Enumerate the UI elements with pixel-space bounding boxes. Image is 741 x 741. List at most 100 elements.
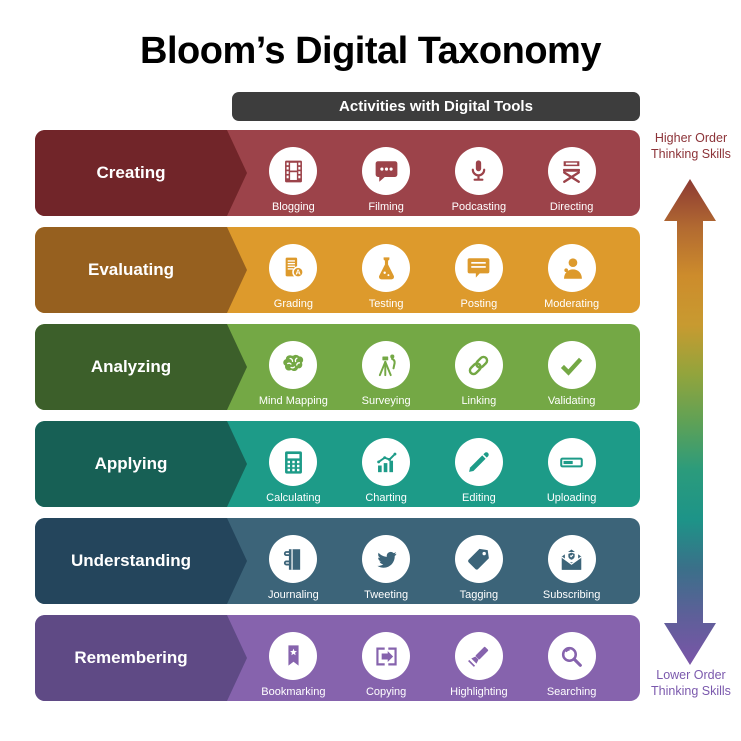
remembering-activities: Bookmarking Copying Highlighting — [247, 615, 618, 701]
tag-icon — [468, 548, 490, 570]
person-icon — [564, 257, 583, 279]
tweeting-icon-circle — [362, 535, 411, 583]
activity-grading: A Grading — [249, 227, 337, 313]
bird-icon — [377, 551, 397, 568]
activity-podcasting: Podcasting — [435, 130, 523, 216]
calculating-icon-circle — [269, 438, 318, 486]
surveying-icon-circle — [362, 341, 411, 389]
activity-label: Editing — [462, 492, 496, 504]
validating-icon-circle — [547, 341, 596, 389]
activity-label: Journaling — [267, 589, 319, 601]
activity-editing: Editing — [435, 421, 523, 507]
checkmark-icon — [561, 357, 583, 376]
evaluating-level-label: Evaluating — [88, 260, 174, 279]
chat-lines-icon — [468, 257, 490, 278]
analyzing-arrow-shape — [35, 324, 247, 410]
activity-highlighting: Highlighting — [435, 615, 523, 701]
chain-link-icon — [469, 355, 489, 375]
activity-label: Podcasting — [451, 201, 507, 213]
progress-bar-icon — [560, 457, 583, 467]
calculator-icon — [284, 450, 302, 474]
activity-uploading: Uploading — [528, 421, 616, 507]
activity-label: Charting — [365, 492, 407, 504]
activity-tweeting: Tweeting — [342, 518, 430, 604]
taxonomy-row-remembering: Remembering Bookmarking Copying — [35, 615, 640, 701]
activity-label: Blogging — [271, 201, 315, 213]
posting-icon-circle — [454, 244, 503, 292]
activity-label: Tagging — [459, 589, 499, 601]
activity-label: Directing — [549, 201, 594, 213]
remembering-arrow-shape — [35, 615, 247, 701]
activity-posting: Posting — [435, 227, 523, 313]
activity-label: Posting — [460, 298, 498, 310]
taxonomy-row-creating: Creating Blogging Filming — [35, 130, 640, 216]
copying-icon-circle — [362, 632, 411, 680]
tagging-icon-circle — [454, 535, 503, 583]
creating-arrow-shape — [35, 130, 247, 216]
activity-validating: Validating — [528, 324, 616, 410]
activity-subscribing: Subscribing — [528, 518, 616, 604]
thinking-skills-gradient-arrow — [664, 179, 716, 665]
activity-label: Filming — [368, 201, 404, 213]
moderating-icon-circle — [547, 244, 596, 292]
activity-label: Linking — [461, 395, 497, 407]
bookmarking-icon-circle — [269, 632, 318, 680]
activity-filming: Filming — [342, 130, 430, 216]
activity-label: Mind Mapping — [258, 395, 328, 407]
activity-directing: Directing — [528, 130, 616, 216]
activity-journaling: Journaling — [249, 518, 337, 604]
evaluating-activities: A Grading Testing Posting — [247, 227, 618, 313]
activity-label: Moderating — [544, 298, 600, 310]
svg-text:A: A — [295, 267, 301, 276]
taxonomy-row-applying: Applying Calculating Charting — [35, 421, 640, 507]
activity-linking: Linking — [435, 324, 523, 410]
highlighter-icon — [468, 646, 489, 667]
grading-icon-circle: A — [269, 244, 318, 292]
podcasting-icon-circle — [454, 147, 503, 195]
uploading-icon-circle — [547, 438, 596, 486]
activity-testing: Testing — [342, 227, 430, 313]
mind-mapping-icon-circle — [269, 341, 318, 389]
lower-order-label: Lower Order Thinking Skills — [651, 668, 731, 698]
activity-charting: Charting — [342, 421, 430, 507]
activity-label: Subscribing — [542, 589, 601, 601]
activity-label: Uploading — [546, 492, 597, 504]
directing-icon-circle — [547, 147, 596, 195]
applying-level-label: Applying — [94, 454, 168, 473]
blogging-icon-circle — [269, 147, 318, 195]
activity-surveying: Surveying — [342, 324, 430, 410]
activity-moderating: Moderating — [528, 227, 616, 313]
double-arrow-shape — [664, 179, 716, 665]
flask-icon — [378, 256, 394, 279]
highlighting-icon-circle — [454, 632, 503, 680]
activity-label: Bookmarking — [261, 686, 326, 698]
activity-label: Tweeting — [364, 589, 409, 601]
envelope-check-icon — [561, 548, 582, 570]
magnifier-icon — [562, 646, 583, 667]
charting-icon-circle — [362, 438, 411, 486]
activity-label: Calculating — [266, 492, 321, 504]
remembering-level-label: Remembering — [74, 648, 188, 667]
subscribing-icon-circle — [547, 535, 596, 583]
understanding-level-label: Understanding — [71, 551, 191, 570]
applying-activities: Calculating Charting Editing — [247, 421, 618, 507]
activity-copying: Copying — [342, 615, 430, 701]
activity-mind-mapping: Mind Mapping — [249, 324, 337, 410]
creating-level-label: Creating — [96, 163, 166, 182]
activity-label: Highlighting — [450, 686, 508, 698]
activity-blogging: Blogging — [249, 130, 337, 216]
director-chair-icon — [563, 160, 581, 183]
taxonomy-rows: Creating Blogging Filming — [35, 130, 640, 701]
activity-tagging: Tagging — [435, 518, 523, 604]
header-banner-label: Activities with Digital Tools — [339, 98, 533, 115]
graded-document-icon: A — [285, 257, 304, 278]
activity-label: Surveying — [361, 395, 411, 407]
creating-activities: Blogging Filming Podcasting — [247, 130, 618, 216]
taxonomy-row-analyzing: Analyzing Mind Mapping Surveying — [35, 324, 640, 410]
pencil-icon — [469, 451, 490, 472]
activity-label: Searching — [546, 686, 597, 698]
higher-order-label: Higher Order Thinking Skills — [651, 131, 731, 161]
header-banner: Activities with Digital Tools — [232, 92, 640, 121]
applying-arrow-shape — [35, 421, 247, 507]
bookmark-star-icon — [288, 644, 299, 666]
